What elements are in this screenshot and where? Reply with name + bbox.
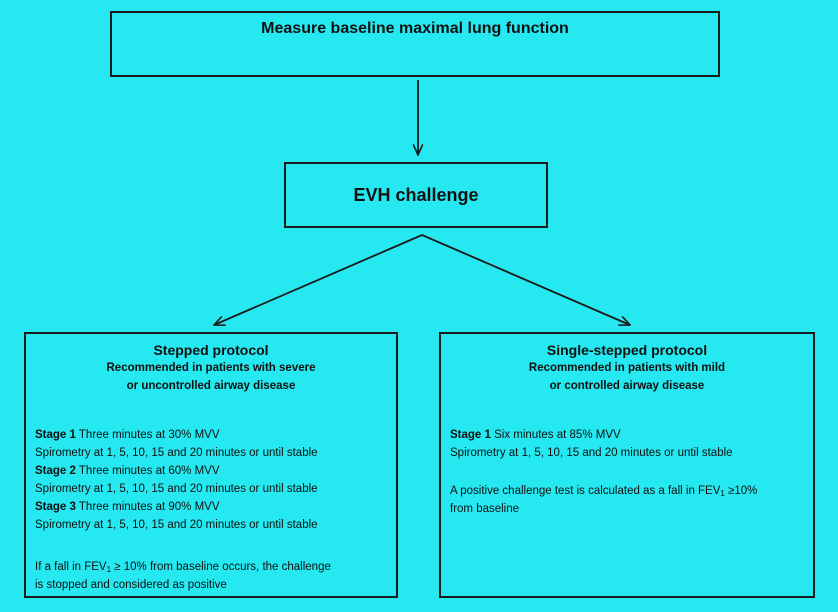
stepped-stage-3: Stage 3 Three minutes at 90% MVV <box>35 498 318 516</box>
stage-3-text: Three minutes at 90% MVV <box>75 501 220 513</box>
single-note-line-2: from baseline <box>450 503 520 515</box>
stepped-note-text-b: ≥ 10% from baseline occurs, the challeng… <box>111 561 331 573</box>
stepped-note-line-2: is stopped and considered as positive <box>35 579 227 591</box>
stepped-spirometry-3: Spirometry at 1, 5, 10, 15 and 20 minute… <box>35 519 318 531</box>
single-heading: Single-stepped protocol <box>546 342 708 358</box>
single-note-text-a: A positive challenge test is calculated … <box>450 485 721 497</box>
stage-1-label: Stage 1 <box>35 429 76 441</box>
stage-1-text: Three minutes at 30% MVV <box>75 429 220 441</box>
stepped-heading: Stepped protocol <box>153 342 269 358</box>
stepped-subheading-2: or uncontrolled airway disease <box>126 380 296 392</box>
single-spirometry-1: Spirometry at 1, 5, 10, 15 and 20 minute… <box>450 447 733 459</box>
single-note-text-b: ≥10% <box>724 485 758 497</box>
arrow-evh-to-stepped <box>214 234 423 325</box>
stepped-subheading-1: Recommended in patients with severe <box>106 362 316 374</box>
single-stage-1: Stage 1 Six minutes at 85% MVV <box>450 426 733 444</box>
stepped-note-line-1: If a fall in FEV1 ≥ 10% from baseline oc… <box>35 558 331 576</box>
stepped-note-subscript: 1 <box>106 565 112 574</box>
single-subheading-2: or controlled airway disease <box>549 380 705 392</box>
single-note-line-1: A positive challenge test is calculated … <box>450 482 757 500</box>
stepped-stage-1: Stage 1 Three minutes at 30% MVV <box>35 426 318 444</box>
baseline-title: Measure baseline maximal lung function <box>261 20 569 37</box>
stage-2-label: Stage 2 <box>35 465 76 477</box>
evh-title: EVH challenge <box>353 184 479 205</box>
single-subheading-1: Recommended in patients with mild <box>528 362 726 374</box>
baseline-box: Measure baseline maximal lung function <box>110 11 720 77</box>
single-stage-1-text: Six minutes at 85% MVV <box>490 429 621 441</box>
single-note-subscript: 1 <box>720 489 725 498</box>
stage-2-text: Three minutes at 60% MVV <box>75 465 220 477</box>
evh-challenge-box: EVH challenge <box>284 162 548 228</box>
single-stage-1-label: Stage 1 <box>450 429 491 441</box>
stepped-spirometry-2: Spirometry at 1, 5, 10, 15 and 20 minute… <box>35 483 318 495</box>
arrow-evh-to-single <box>421 234 630 325</box>
stage-3-label: Stage 3 <box>35 501 76 513</box>
single-stepped-protocol-box: Single-stepped protocol Recommended in p… <box>439 332 815 598</box>
stepped-spirometry-1: Spirometry at 1, 5, 10, 15 and 20 minute… <box>35 447 318 459</box>
stepped-stage-2: Stage 2 Three minutes at 60% MVV <box>35 462 318 480</box>
stepped-protocol-box: Stepped protocol Recommended in patients… <box>24 332 398 598</box>
stepped-note-text-a: If a fall in FEV <box>35 561 107 573</box>
